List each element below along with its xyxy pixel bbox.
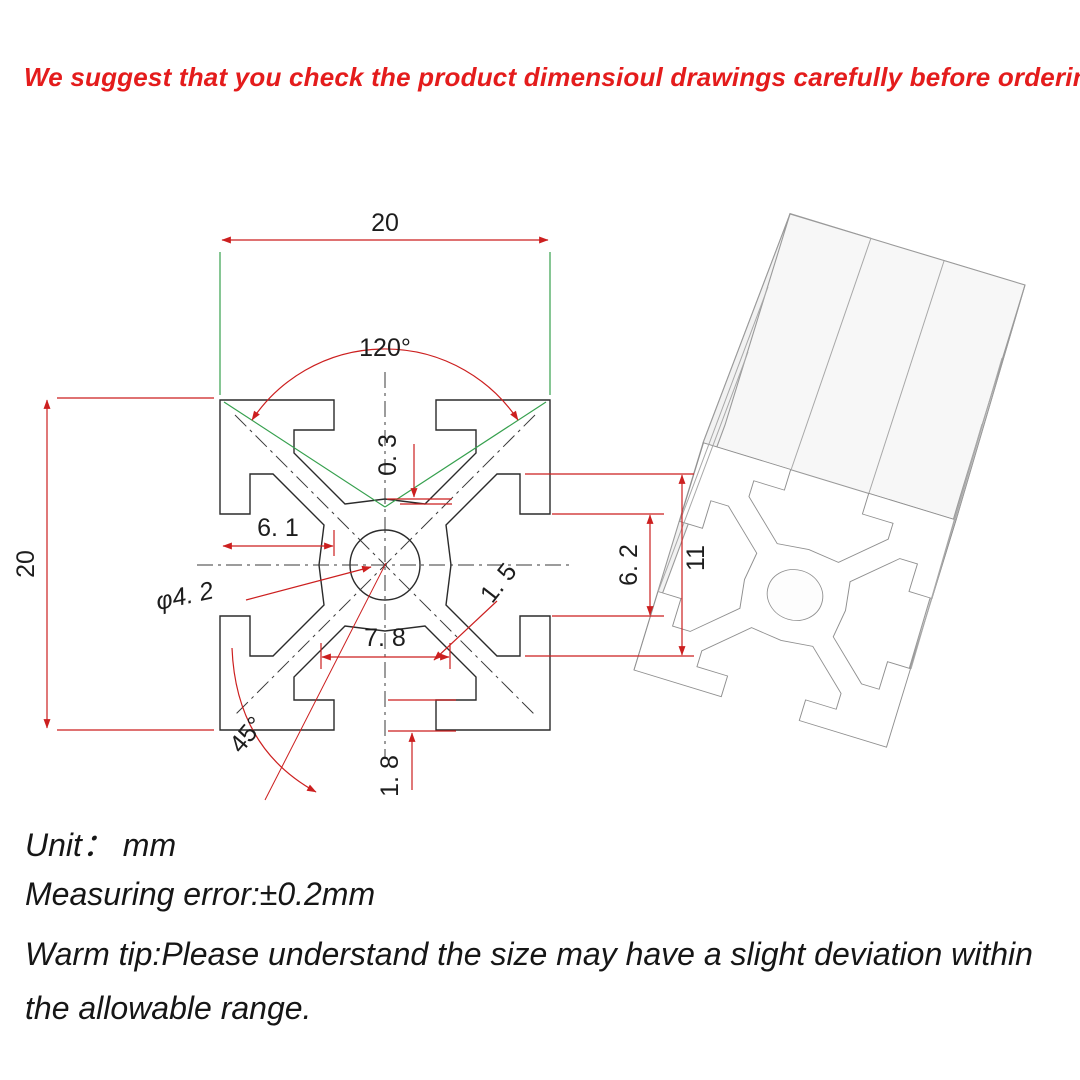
dim-center-hole: φ4. 2 [153,576,216,615]
dim-core-width: 7. 8 [364,624,406,652]
note-measuring-error: Measuring error:±0.2mm [25,876,376,912]
dim-edge-to-slot: 6. 1 [257,514,299,542]
note-warm-tip-line1: Warm tip:Please understand the size may … [25,936,1033,972]
dim-overall-width: 20 [371,209,399,237]
dim-wall-thickness: 1. 5 [475,558,523,608]
isometric-groove-lines [657,237,1003,670]
dim-notch-depth: 0. 3 [374,434,402,476]
dim-lip-depth: 1. 8 [376,755,404,797]
note-unit: Unit： mm [25,827,177,863]
isometric-view [633,212,1026,748]
dim-slot-angle: 120° [359,334,411,362]
dim-overall-height: 20 [12,550,40,578]
header-warning-text: We suggest that you check the product di… [24,62,1080,92]
note-warm-tip-line2: the allowable range. [25,990,312,1026]
dim-slot-opening: 6. 2 [615,544,643,586]
dimension-lines [43,236,694,801]
dim-cavity-width: 11 [682,545,710,571]
